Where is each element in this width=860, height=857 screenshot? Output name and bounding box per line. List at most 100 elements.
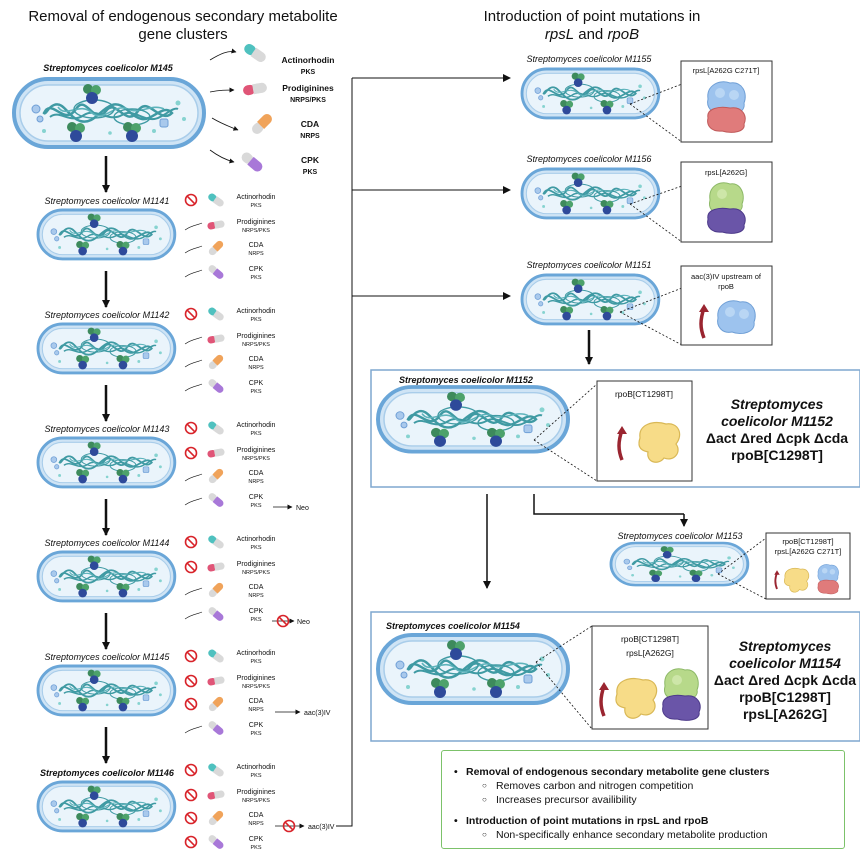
genotype-m1152-line3: Δact Δred Δcpk Δcda bbox=[706, 430, 848, 446]
red-sub: NRPS/PKS bbox=[242, 456, 270, 462]
small-arrow-cpk bbox=[184, 497, 203, 506]
strain-label-m1153: Streptomyces coelicolor M1153 bbox=[618, 531, 743, 541]
mutation-m1155: rpsL[A262G C271T] bbox=[693, 66, 760, 75]
capsule-act-large bbox=[242, 42, 268, 64]
protein-red-m1155 bbox=[707, 106, 746, 133]
cda-name: CDA bbox=[249, 698, 264, 705]
act-sub: PKS bbox=[250, 317, 261, 323]
cell-m145 bbox=[12, 77, 206, 149]
cell-m1146 bbox=[36, 780, 177, 833]
strain-label-m1151: Streptomyces coelicolor M1151 bbox=[527, 260, 652, 270]
cell-m1141 bbox=[36, 208, 177, 261]
small-arrow-cda bbox=[184, 359, 203, 368]
cell-m1142 bbox=[36, 322, 177, 375]
red-name-large: Prodiginines bbox=[282, 83, 334, 93]
cell-m1153 bbox=[609, 541, 750, 587]
red-sub: NRPS/PKS bbox=[242, 798, 270, 804]
summary-box: Removal of endogenous secondary metaboli… bbox=[441, 750, 845, 849]
genotype-m1154-line4: rpoB[C1298T] bbox=[739, 689, 831, 705]
prohibit-icon-act bbox=[184, 535, 198, 549]
cda-sub: NRPS bbox=[248, 479, 264, 485]
red-name: Prodiginines bbox=[237, 789, 276, 796]
neo-label-m1144: Neo bbox=[297, 619, 310, 626]
small-arrow-cda bbox=[184, 245, 203, 254]
small-arrow-red bbox=[184, 222, 203, 231]
cda-sub: NRPS bbox=[248, 707, 264, 713]
summary-item-1-sub-1: Removes carbon and nitrogen competition bbox=[452, 779, 834, 793]
capsule-cpk bbox=[207, 605, 225, 623]
prohibit-icon-red bbox=[184, 446, 198, 460]
prohibit-icon-act bbox=[184, 763, 198, 777]
cda-name: CDA bbox=[249, 242, 264, 249]
capsule-red bbox=[206, 333, 226, 345]
capsule-act bbox=[206, 420, 226, 436]
red-name: Prodiginines bbox=[237, 561, 276, 568]
cpk-name: CPK bbox=[249, 608, 264, 615]
cpk-sub: PKS bbox=[250, 389, 261, 395]
cpk-name: CPK bbox=[249, 722, 264, 729]
mutation-m1151-line1: aac(3)IV upstream of bbox=[691, 272, 762, 281]
strain-label-m1145: Streptomyces coelicolor M1145 bbox=[45, 652, 171, 662]
protein-blue-m1153 bbox=[817, 564, 839, 583]
cell-m1152 bbox=[376, 385, 570, 454]
prohibit-icon-act bbox=[184, 307, 198, 321]
mutation-m1153-line1: rpoB[CT1298T] bbox=[782, 537, 833, 546]
mutation-m1152: rpoB[CT1298T] bbox=[615, 389, 673, 399]
small-arrow-cpk bbox=[184, 269, 203, 278]
cda-sub-large: NRPS bbox=[300, 133, 320, 140]
capsule-cpk bbox=[207, 719, 225, 737]
capsule-red-large bbox=[242, 81, 268, 97]
small-arrow-cda bbox=[184, 587, 203, 596]
capsule-cda bbox=[207, 467, 225, 485]
strain-label-m1141: Streptomyces coelicolor M1141 bbox=[45, 196, 170, 206]
cda-name-large: CDA bbox=[301, 119, 319, 129]
cpk-sub: PKS bbox=[250, 845, 261, 851]
act-name: Actinorhodin bbox=[237, 308, 276, 315]
act-sub: PKS bbox=[250, 773, 261, 779]
genotype-m1154-line3: Δact Δred Δcpk Δcda bbox=[714, 672, 856, 688]
cda-name: CDA bbox=[249, 356, 264, 363]
capsule-red bbox=[206, 561, 226, 573]
act-name: Actinorhodin bbox=[237, 764, 276, 771]
prohibit-icon-act bbox=[184, 649, 198, 663]
strain-label-m1142: Streptomyces coelicolor M1142 bbox=[45, 310, 170, 320]
small-arrow-cpk bbox=[184, 611, 203, 620]
act-sub: PKS bbox=[250, 545, 261, 551]
connector-m1152-m1153 bbox=[533, 494, 684, 515]
aac-label-m1146: aac(3)IV bbox=[308, 824, 335, 831]
act-sub: PKS bbox=[250, 203, 261, 209]
cell-m1154 bbox=[376, 633, 570, 705]
right-header-line2: rpsL and rpoB bbox=[545, 26, 639, 43]
genotype-m1154-line2: coelicolor M1154 bbox=[729, 655, 841, 671]
act-sub-large: PKS bbox=[301, 69, 316, 76]
strain-label-m1144: Streptomyces coelicolor M1144 bbox=[45, 538, 170, 548]
summary-item-1-sub-2: Increases precursor availibility bbox=[452, 793, 834, 807]
small-arrow-cpk bbox=[184, 725, 203, 734]
cell-m1155 bbox=[520, 67, 661, 120]
act-name: Actinorhodin bbox=[237, 422, 276, 429]
prohibit-icon-cda bbox=[184, 697, 198, 711]
cpk-name: CPK bbox=[249, 380, 264, 387]
prohibit-icon-act bbox=[184, 421, 198, 435]
strain-label-m1152: Streptomyces coelicolor M1152 bbox=[399, 375, 533, 385]
capsule-red bbox=[206, 789, 226, 801]
genotype-m1152-line1: Streptomyces bbox=[731, 396, 824, 412]
cda-name: CDA bbox=[249, 812, 264, 819]
cpk-sub: PKS bbox=[250, 617, 261, 623]
genotype-m1154-line1: Streptomyces bbox=[739, 638, 832, 654]
cell-m1145 bbox=[36, 664, 177, 717]
capsule-cda bbox=[207, 695, 225, 713]
act-name: Actinorhodin bbox=[237, 536, 276, 543]
prohibit-icon-red bbox=[184, 674, 198, 688]
prohibit-icon-act bbox=[184, 193, 198, 207]
prohibit-icon-red bbox=[184, 788, 198, 802]
red-sub-large: NRPS/PKS bbox=[290, 97, 326, 104]
aac-label-m1145: aac(3)IV bbox=[304, 710, 331, 717]
capsule-act bbox=[206, 762, 226, 778]
capsule-cpk bbox=[207, 263, 225, 281]
right-header-line1: Introduction of point mutations in bbox=[484, 8, 701, 25]
capsule-cda-large bbox=[249, 111, 275, 137]
small-arrow-cda bbox=[184, 473, 203, 482]
small-arrow-cpk bbox=[184, 383, 203, 392]
